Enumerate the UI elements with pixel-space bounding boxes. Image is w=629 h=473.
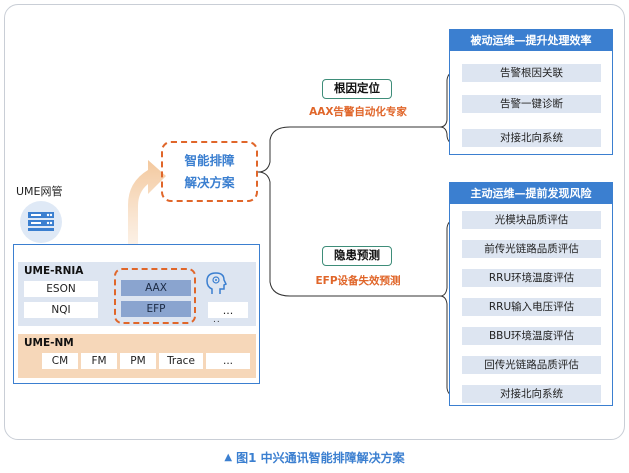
node-risk-prediction: 隐患预测 [322, 246, 392, 266]
active-item-1: 光模块品质评估 [462, 211, 601, 229]
solution-box: 智能排障 解决方案 [161, 141, 258, 202]
ume-nm-title: UME-NM [24, 337, 74, 349]
efp-module: EFP [121, 301, 191, 317]
nm-item-pm: PM [120, 353, 156, 369]
branch-line-lower [257, 171, 440, 297]
rnia-more-dots: .. [213, 315, 221, 325]
nqi-module: NQI [24, 302, 98, 318]
ai-head-icon [203, 270, 229, 296]
active-item-2: 前传光链路品质评估 [462, 240, 601, 258]
passive-item-3: 对接北向系统 [462, 129, 601, 147]
active-item-4: RRU输入电压评估 [462, 298, 601, 316]
caption-triangle-icon: ▲ [224, 452, 233, 463]
ume-rnia-title: UME-RNIA [24, 265, 84, 277]
active-item-7: 对接北向系统 [462, 385, 601, 403]
server-label: UME网管 [16, 185, 63, 198]
node-root-cause-sub: AAX告警自动化专家 [309, 106, 407, 118]
active-item-5: BBU环境温度评估 [462, 327, 601, 345]
nm-item-fm: FM [81, 353, 117, 369]
branch-line-center [257, 126, 440, 173]
solution-title-line1: 智能排障 [184, 153, 235, 169]
node-root-cause: 根因定位 [322, 79, 392, 99]
active-item-3: RRU环境温度评估 [462, 269, 601, 287]
figure-caption: ▲ 图1 中兴通讯智能排障解决方案 [0, 452, 629, 464]
active-item-6: 回传光链路品质评估 [462, 356, 601, 374]
solution-title-line2: 解决方案 [184, 174, 235, 190]
passive-item-2: 告警一键诊断 [462, 95, 601, 113]
rnia-more-module: ... [208, 302, 248, 318]
aax-module: AAX [121, 280, 191, 296]
eson-module: ESON [24, 281, 98, 297]
caption-text: 图1 中兴通讯智能排障解决方案 [236, 451, 405, 465]
passive-item-1: 告警根因关联 [462, 64, 601, 82]
aax-efp-highlight [114, 268, 196, 324]
upward-arrow [128, 160, 166, 262]
nm-item-trace: Trace [159, 353, 203, 369]
nm-item-cm: CM [42, 353, 78, 369]
passive-ops-title: 被动运维—提升处理效率 [449, 29, 613, 51]
nm-item-more: ... [206, 353, 250, 369]
active-ops-title: 主动运维—提前发现风险 [449, 182, 613, 204]
server-icon [20, 201, 62, 243]
node-risk-prediction-sub: EFP设备失效预测 [315, 275, 401, 287]
